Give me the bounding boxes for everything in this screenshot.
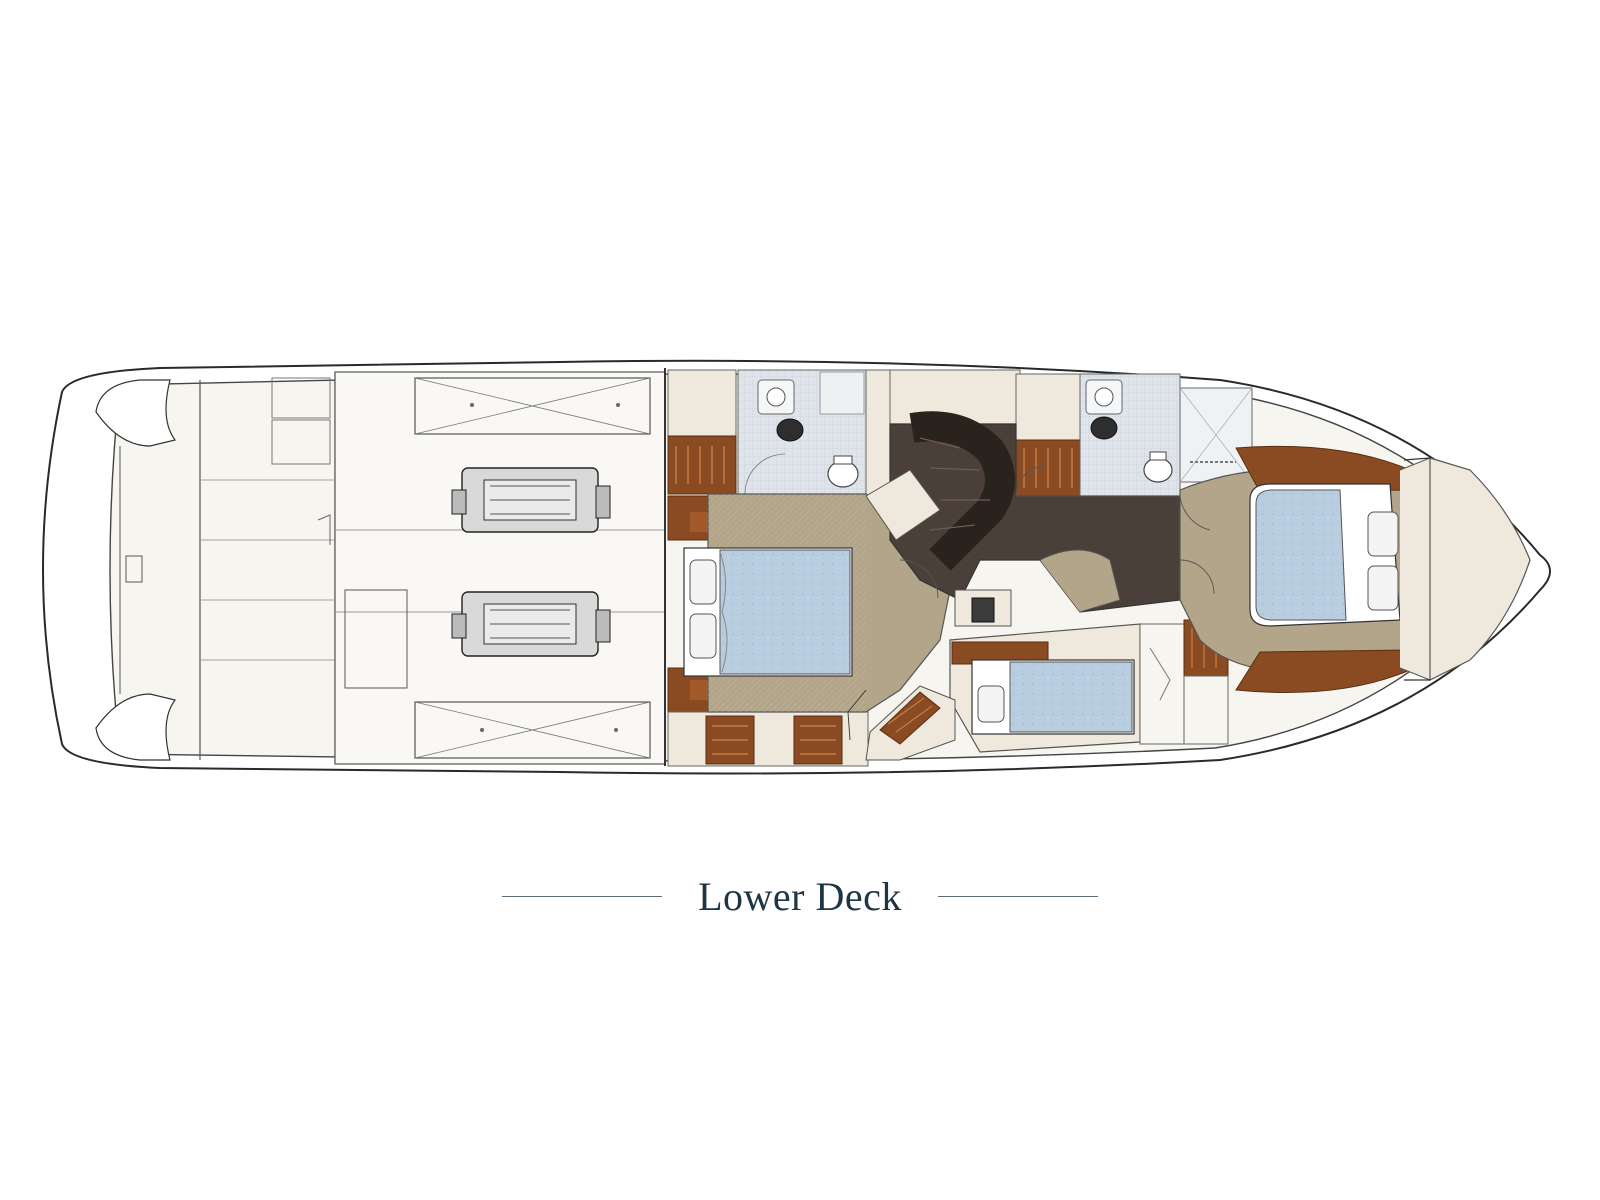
forepeak bbox=[1403, 457, 1531, 681]
sink-icon bbox=[776, 418, 804, 442]
central-lobby bbox=[865, 411, 1181, 627]
sink-icon bbox=[1090, 416, 1118, 440]
bed-icon bbox=[971, 659, 1135, 735]
toilet-icon bbox=[1143, 451, 1173, 483]
stair-storage bbox=[865, 685, 956, 761]
hatch-top bbox=[414, 377, 651, 435]
guest-cabin bbox=[949, 619, 1229, 753]
aft-bathroom bbox=[737, 369, 867, 495]
caption-rule-left bbox=[502, 895, 663, 897]
aft-cabin-storage bbox=[667, 369, 869, 767]
forward-vip-cabin bbox=[1179, 445, 1431, 693]
pillow-icon bbox=[1367, 565, 1399, 611]
sink-icon bbox=[1085, 379, 1123, 415]
bed-icon bbox=[1249, 483, 1401, 627]
bed-icon bbox=[683, 547, 853, 677]
stair-icon bbox=[909, 411, 1015, 571]
diagram-title: Lower Deck bbox=[698, 873, 902, 919]
pillow-icon bbox=[689, 559, 717, 605]
caption-rule-right bbox=[937, 895, 1098, 897]
sink-icon bbox=[757, 379, 795, 415]
swim-platform bbox=[95, 379, 177, 761]
pillow-icon bbox=[977, 685, 1005, 723]
toilet-icon bbox=[827, 455, 859, 488]
door-swings bbox=[899, 465, 1215, 599]
aft-master-cabin bbox=[683, 493, 951, 741]
forward-bathroom bbox=[1015, 373, 1253, 497]
engine-room bbox=[334, 371, 666, 765]
caption: Lower Deck bbox=[480, 868, 1120, 924]
engine-icon bbox=[451, 467, 611, 533]
hatch-bottom bbox=[414, 701, 651, 759]
engine-icon bbox=[451, 591, 611, 657]
pillow-icon bbox=[689, 613, 717, 659]
pillow-icon bbox=[1367, 511, 1399, 557]
